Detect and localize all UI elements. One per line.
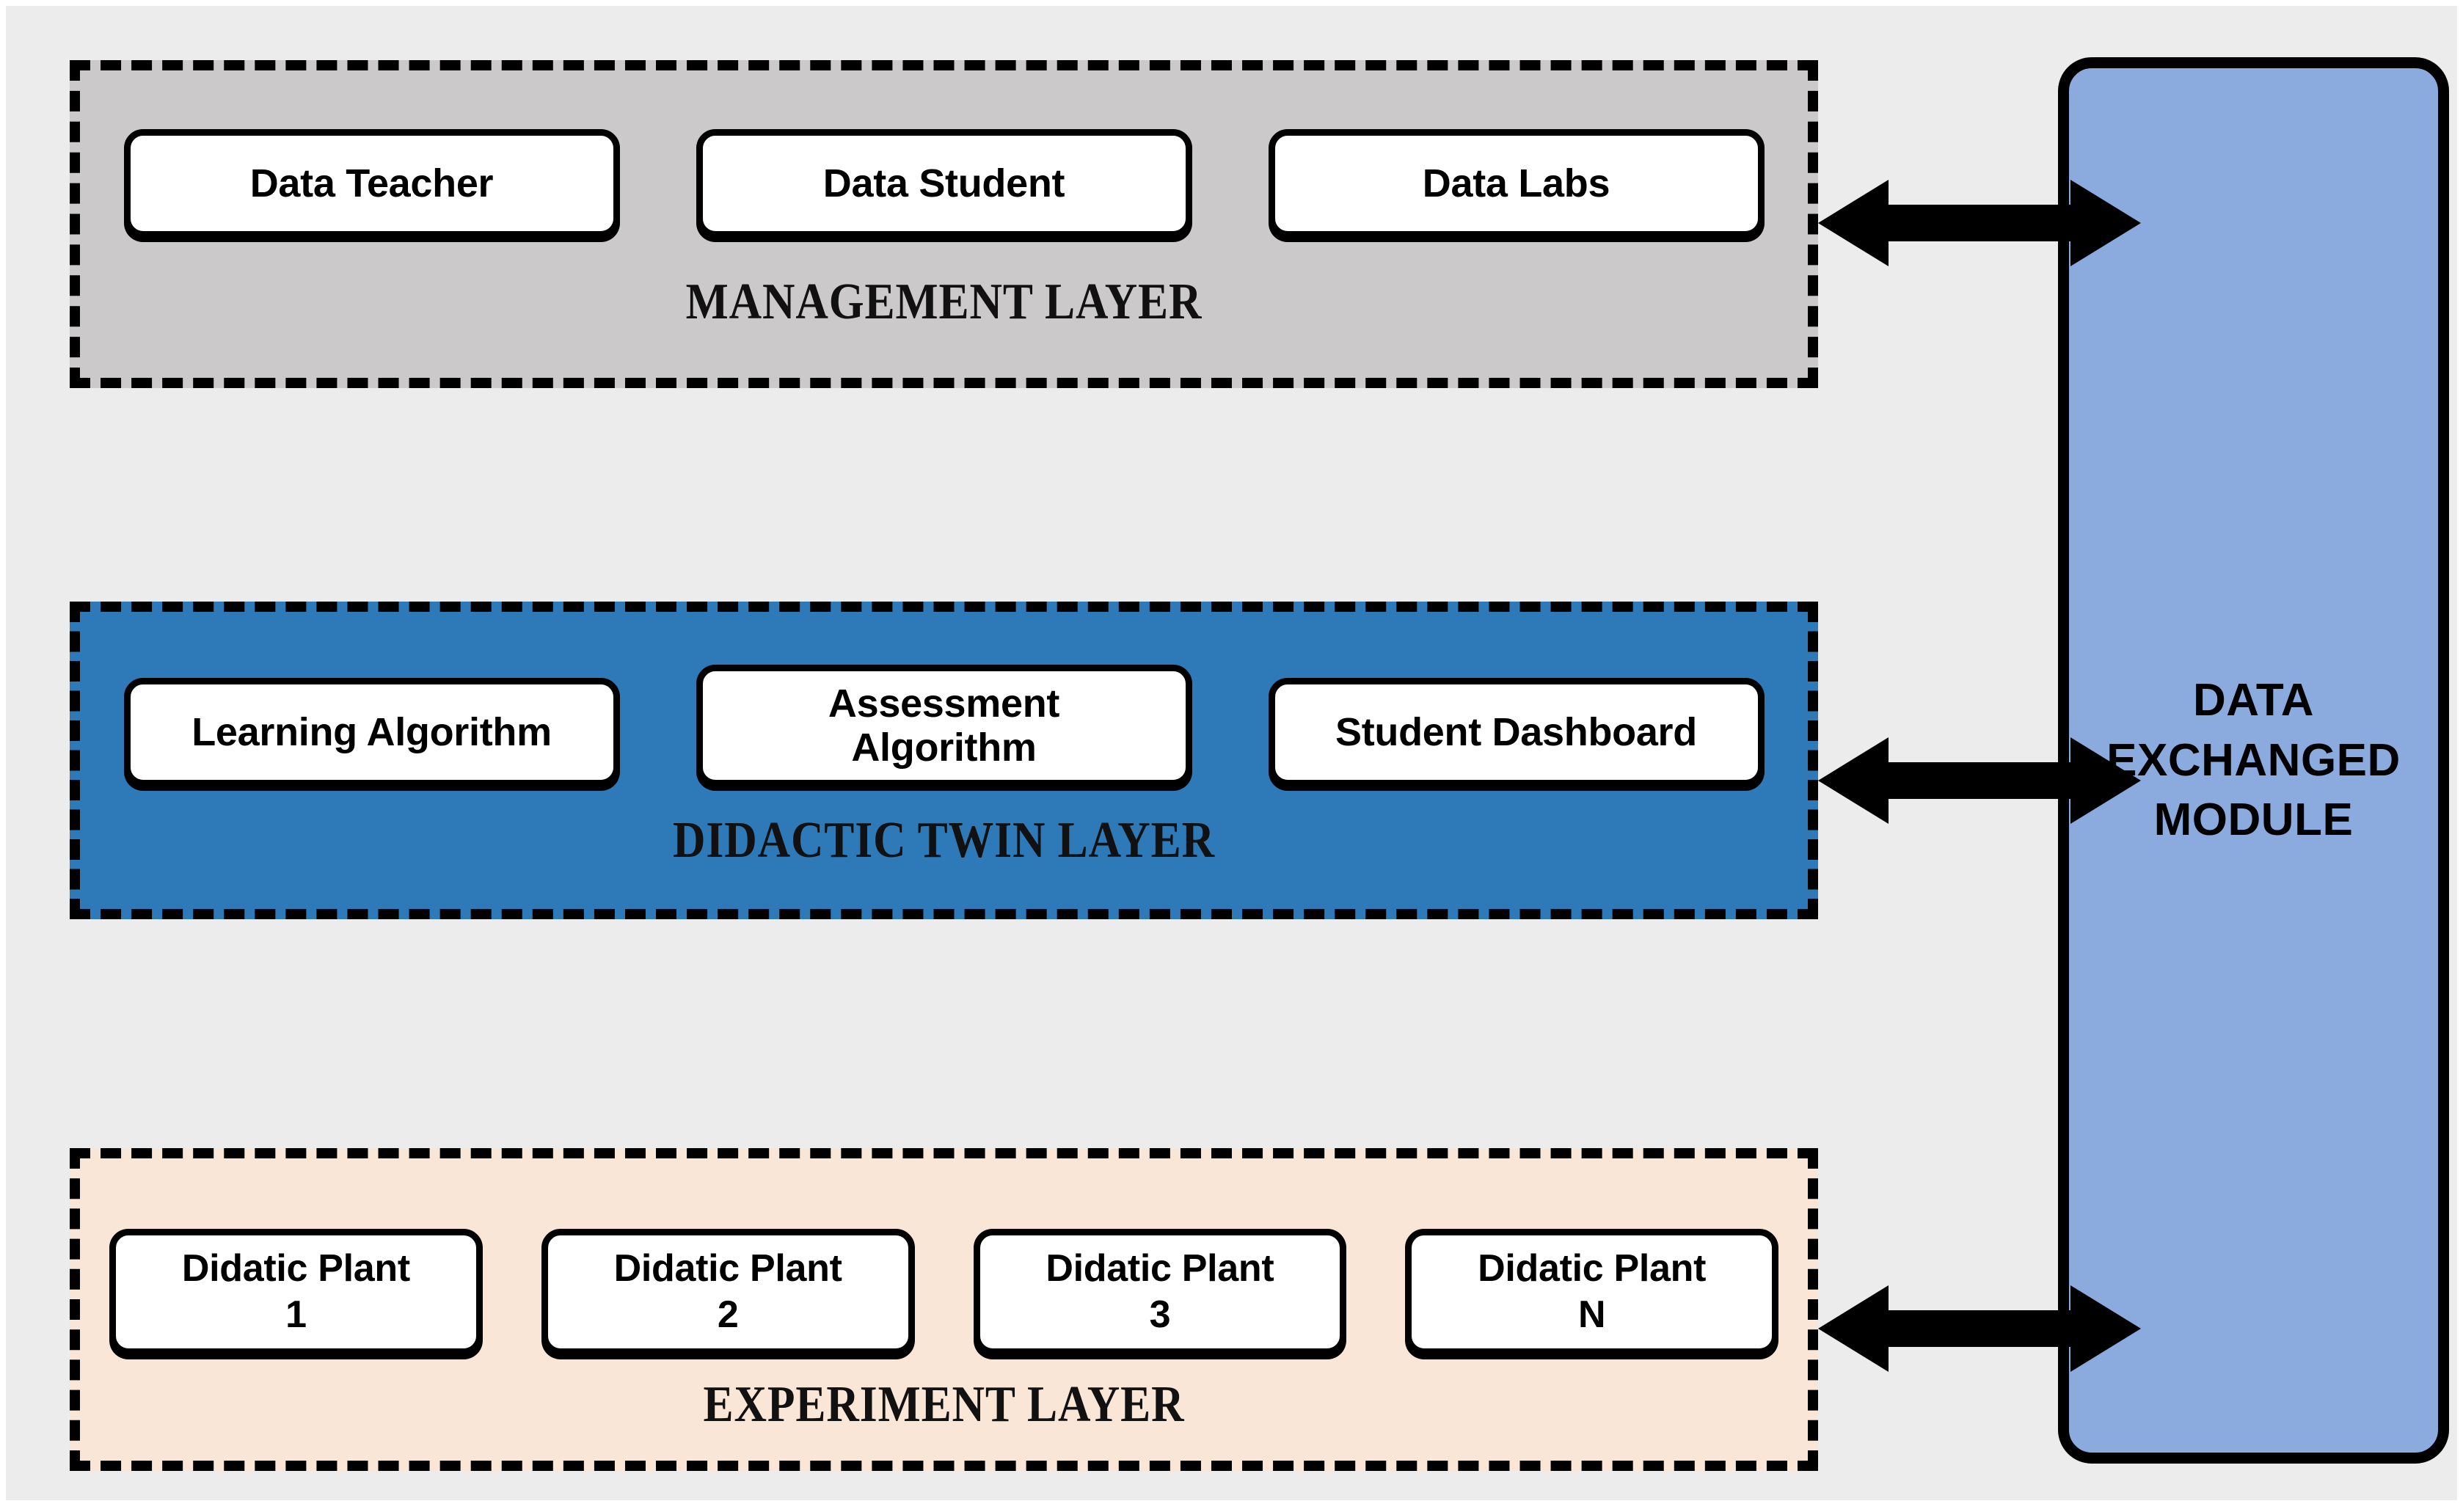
didactic-twin-layer-container: Learning Algorithm Assessment Algorithm … [70, 602, 1818, 919]
management-node-row: Data Teacher Data Student Data Labs [80, 129, 1808, 238]
node-label-line1: Data Teacher [249, 161, 494, 205]
experiment-layer-inner: Didatic Plant 1 Didatic Plant 2 Didatic … [80, 1158, 1808, 1461]
node-data-labs[interactable]: Data Labs [1268, 129, 1765, 238]
node-didatic-plant-3[interactable]: Didatic Plant 3 [973, 1229, 1347, 1355]
didactic-twin-layer-title: DIDACTIC TWIN LAYER [672, 812, 1215, 869]
didactic-connector [1818, 737, 2141, 824]
node-label-line1: Data Student [822, 161, 1065, 205]
node-label-line1: Didatic Plant [181, 1246, 410, 1290]
node-data-teacher[interactable]: Data Teacher [123, 129, 620, 238]
node-student-dashboard[interactable]: Student Dashboard [1268, 678, 1765, 786]
node-didatic-plant-1[interactable]: Didatic Plant 1 [109, 1229, 483, 1355]
node-data-student[interactable]: Data Student [696, 129, 1192, 238]
double-arrow-icon [1818, 180, 2141, 266]
node-label-line1: Didatic Plant [1046, 1246, 1274, 1290]
node-label-line2: N [1577, 1293, 1606, 1336]
node-label-line2: Algorithm [851, 726, 1037, 770]
node-label-line1: Assessment [828, 681, 1060, 726]
management-layer-title: MANAGEMENT LAYER [685, 274, 1203, 330]
node-didatic-plant-2[interactable]: Didatic Plant 2 [541, 1229, 915, 1355]
node-label-line2: 3 [1149, 1293, 1171, 1336]
node-label-line1: Learning Algorithm [191, 709, 552, 754]
management-layer-inner: Data Teacher Data Student Data Labs MANA… [80, 70, 1808, 378]
node-assessment-algorithm[interactable]: Assessment Algorithm [696, 665, 1192, 786]
node-label-line1: Didatic Plant [613, 1246, 842, 1290]
didactic-twin-layer-inner: Learning Algorithm Assessment Algorithm … [80, 612, 1808, 909]
experiment-connector [1818, 1285, 2141, 1372]
data-exchanged-module-label: DATA EXCHANGED MODULE [2106, 674, 2401, 846]
node-label-line1: Student Dashboard [1335, 709, 1697, 754]
management-connector [1818, 180, 2141, 266]
didactic-node-row: Learning Algorithm Assessment Algorithm … [80, 665, 1808, 786]
node-label-line2: 1 [285, 1293, 307, 1336]
experiment-layer-title: EXPERIMENT LAYER [703, 1376, 1185, 1433]
diagram-stage: Data Teacher Data Student Data Labs MANA… [6, 6, 2457, 1500]
node-label-line2: 2 [717, 1293, 739, 1336]
node-label-line1: Didatic Plant [1478, 1246, 1707, 1290]
experiment-node-row: Didatic Plant 1 Didatic Plant 2 Didatic … [80, 1229, 1808, 1355]
node-didatic-plant-n[interactable]: Didatic Plant N [1405, 1229, 1778, 1355]
node-label-line1: Data Labs [1422, 161, 1610, 205]
experiment-layer-container: Didatic Plant 1 Didatic Plant 2 Didatic … [70, 1148, 1818, 1471]
node-learning-algorithm[interactable]: Learning Algorithm [123, 678, 620, 786]
data-exchanged-module-panel[interactable]: DATA EXCHANGED MODULE [2058, 57, 2449, 1464]
double-arrow-icon [1818, 737, 2141, 824]
double-arrow-icon [1818, 1285, 2141, 1372]
management-layer-container: Data Teacher Data Student Data Labs MANA… [70, 60, 1818, 388]
